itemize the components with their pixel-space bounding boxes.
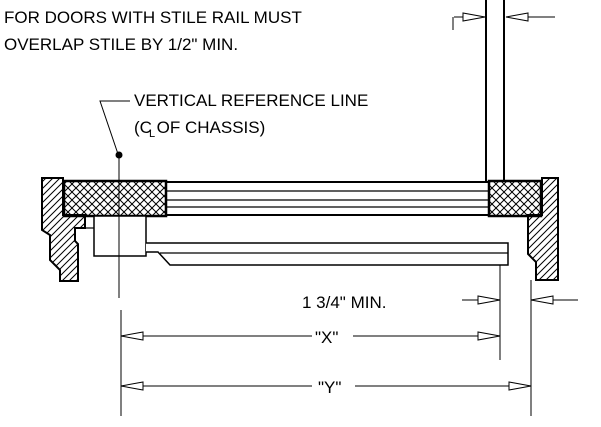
stile-arrow-left — [505, 12, 529, 22]
y-arrow-right — [508, 381, 532, 391]
centerline-symbol: L — [149, 128, 155, 140]
min-depth-arrow-left — [530, 295, 554, 305]
reference-leader — [99, 100, 120, 155]
min-depth-label: 1 3/4" MIN. — [302, 293, 386, 312]
left-crosshatch-block — [62, 179, 168, 218]
chassis-block — [93, 215, 147, 257]
stile-arrow-right — [462, 12, 486, 22]
x-arrow-left — [120, 331, 144, 341]
y-arrow-left — [120, 381, 144, 391]
reference-dot — [115, 151, 123, 159]
right-crosshatch-block — [487, 179, 543, 218]
reference-note-line1: VERTICAL REFERENCE LINE — [134, 91, 368, 110]
min-depth-arrow-right — [477, 295, 501, 305]
lower-rail — [146, 242, 509, 266]
reference-note-line2: (C OF CHASSIS) — [134, 118, 265, 137]
stile-note-line2: OVERLAP STILE BY 1/2" MIN. — [4, 35, 238, 54]
x-arrow-right — [477, 331, 501, 341]
y-dimension-label: "Y" — [318, 378, 341, 397]
x-dimension-label: "X" — [315, 328, 338, 347]
stile-note-line1: FOR DOORS WITH STILE RAIL MUST — [4, 8, 302, 27]
